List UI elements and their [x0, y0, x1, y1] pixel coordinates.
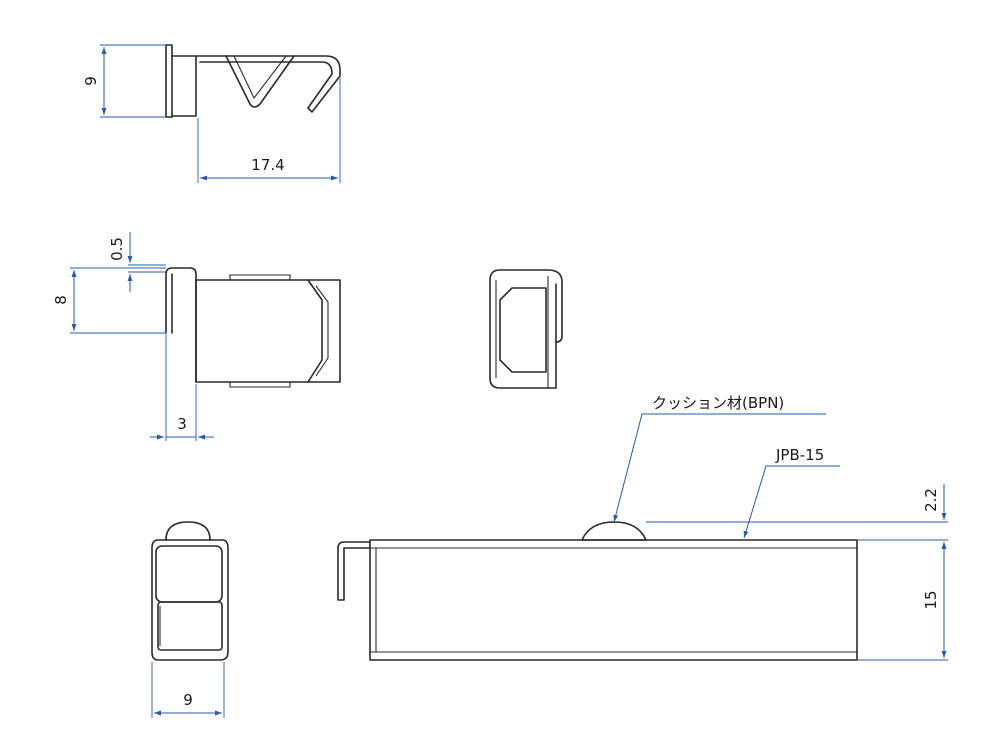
side-view	[165, 267, 341, 388]
dim-top-height: 9	[82, 44, 166, 118]
top-view	[165, 44, 341, 118]
part-number-label: JPB-15	[775, 446, 824, 464]
dim-flange-width: 3	[150, 334, 214, 441]
dim-cushion-height-text: 2.2	[922, 488, 940, 512]
cushion-label: クッション材(BPN)	[652, 394, 784, 412]
dim-top-height-text: 9	[82, 76, 100, 86]
dim-body-height: 15	[857, 542, 948, 661]
dim-top-length: 17.4	[197, 78, 341, 183]
dim-end-width-text: 9	[183, 691, 193, 709]
end-view-small	[489, 269, 563, 389]
front-end-view	[151, 521, 229, 661]
leader-cushion: クッション材(BPN)	[613, 394, 826, 523]
dim-cushion-height: 2.2	[646, 484, 948, 556]
long-side-view	[337, 521, 858, 661]
dim-thickness-text: 0.5	[108, 237, 126, 261]
dim-mid-height-text: 8	[52, 295, 70, 305]
dim-thickness: 0.5	[108, 232, 166, 292]
dim-mid-height: 8	[52, 267, 166, 334]
dim-body-height-text: 15	[922, 590, 940, 609]
dim-top-length-text: 17.4	[251, 156, 284, 174]
leader-part-number: JPB-15	[743, 446, 840, 539]
dim-end-width: 9	[151, 662, 225, 718]
dim-flange-width-text: 3	[177, 415, 187, 433]
